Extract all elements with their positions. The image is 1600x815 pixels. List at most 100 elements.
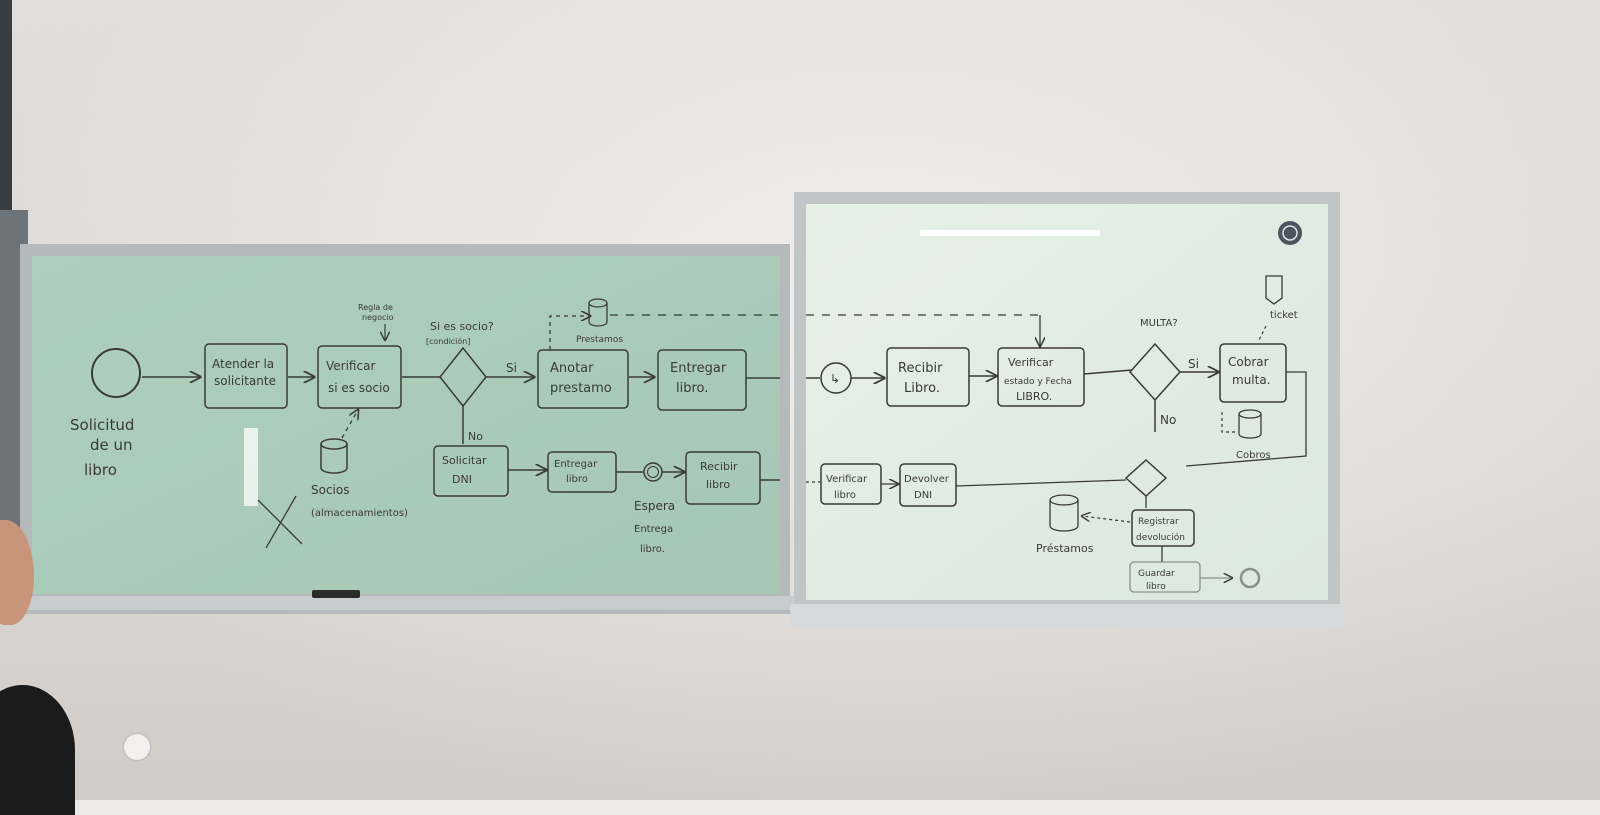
task-label-line2: libro <box>834 490 856 501</box>
left-whiteboard: Solicitud de un libro Atender la solicit… <box>20 244 800 614</box>
task-label-line1: Verificar <box>826 474 868 485</box>
timer-label-line2: Entrega <box>634 524 673 535</box>
task-label-line1: Atender la <box>212 357 274 371</box>
timer-inner-icon <box>647 466 659 478</box>
flow-line <box>1083 369 1133 375</box>
task-devolver-dni-label: Devolver DNI <box>904 474 952 501</box>
prestamos-right-label: Préstamos <box>1036 542 1094 555</box>
task-label-line2: libro <box>1146 582 1166 592</box>
task-registrar-devolucion <box>1131 509 1195 547</box>
task-label-line2: DNI <box>452 473 472 486</box>
data-association <box>341 410 358 439</box>
datastore-prestamos-right-icon <box>1049 494 1079 532</box>
left-board-tray <box>20 596 800 610</box>
task-label-line2: libro <box>566 474 588 485</box>
task-cobrar-multa <box>1219 343 1287 403</box>
task-guardar-libro <box>1129 561 1201 593</box>
task-entregar-bottom-label: Entregar libro <box>554 459 600 485</box>
datastore-socios-sublabel: (almacenamientos) <box>311 508 408 519</box>
task-devolver-dni <box>899 463 957 507</box>
window-reflection <box>244 428 258 506</box>
business-rule-note: Regla de negocio <box>358 303 395 322</box>
task-label-line1: Cobrar <box>1228 355 1269 369</box>
task-label-line2: libro. <box>676 381 708 396</box>
task-verificar-socio-label: Verificar si es socio <box>326 359 390 395</box>
light-reflection <box>920 230 1100 236</box>
flow-line <box>955 479 1127 487</box>
task-label-line1: Solicitar <box>442 454 487 467</box>
task-registrar-label: Registrar devolución <box>1136 517 1185 543</box>
crossed-mark <box>257 495 303 549</box>
eraser <box>312 590 360 598</box>
task-label-line2: estado y Fecha <box>1004 377 1072 387</box>
ticket-label: ticket <box>1270 310 1298 321</box>
start-label-line2: de un <box>90 436 133 454</box>
task-verificar-libro-label: Verificar libro <box>826 474 870 501</box>
task-atender <box>204 343 288 409</box>
data-association <box>1257 325 1267 343</box>
task-label-line3: LIBRO. <box>1016 390 1052 403</box>
note-line2: negocio <box>362 313 394 322</box>
task-solicitar-dni-label: Solicitar DNI <box>442 454 490 486</box>
task-label-line1: Registrar <box>1138 517 1179 527</box>
task-recibir-libro <box>886 347 970 407</box>
flow-no-label: No <box>468 430 483 443</box>
task-label-line1: Recibir <box>700 460 738 473</box>
timer-label-line3: libro. <box>640 544 665 555</box>
task-label-line1: Entregar <box>670 361 727 376</box>
task-label-line1: Verificar <box>326 359 375 373</box>
timer-label-line1: Espera <box>634 499 675 513</box>
gateway-sublabel: [condición] <box>426 336 471 346</box>
task-label-line2: si es socio <box>328 381 390 395</box>
data-association <box>549 316 590 350</box>
end-event-icon <box>1239 567 1261 589</box>
right-board-tray <box>790 604 1346 628</box>
flow-line-return <box>1185 371 1307 467</box>
flow-yes-label: Si <box>1188 357 1199 371</box>
datastore-prestamos-icon <box>588 298 608 327</box>
task-label-line2: Libro. <box>904 381 940 396</box>
note-line1: Regla de <box>358 303 393 312</box>
task-label-line1: Anotar <box>550 361 594 376</box>
wall-outlet <box>124 734 150 760</box>
task-label-line1: Recibir <box>898 361 943 376</box>
intermediate-event-glyph: ↳ <box>830 372 840 386</box>
board-logo-ring-icon <box>1282 225 1298 241</box>
task-recibir-left-label: Recibir libro <box>700 460 741 491</box>
gateway-label: Si es socio? <box>430 320 494 333</box>
task-verificar-estado <box>997 347 1085 407</box>
left-board-glass <box>32 256 780 594</box>
task-label-line1: Guardar <box>1138 569 1175 579</box>
door-frame <box>0 0 12 230</box>
datastore-socios-label: Socios <box>311 483 349 497</box>
task-label-line1: Verificar <box>1008 356 1054 369</box>
flow-yes-label: Si <box>506 361 517 375</box>
start-event-label: Solicitud de un libro <box>70 416 139 479</box>
start-label-line3: libro <box>84 461 117 479</box>
task-label-line2: libro <box>706 478 730 491</box>
task-label-line1: Devolver <box>904 474 950 485</box>
data-association <box>1082 516 1131 523</box>
task-entregar-top-label: Entregar libro. <box>670 361 730 396</box>
task-label-line2: multa. <box>1232 373 1271 387</box>
ticket-document-icon <box>1265 275 1283 305</box>
task-anotar-label: Anotar prestamo <box>550 361 612 396</box>
start-label-line1: Solicitud <box>70 416 134 434</box>
task-label-line2: solicitante <box>214 374 276 388</box>
datastore-cobros-icon <box>1238 409 1262 439</box>
datastore-socios-icon <box>320 438 348 474</box>
task-solicitar-dni <box>433 445 509 497</box>
task-label-line2: prestamo <box>550 381 612 396</box>
timer-label: Espera Entrega libro. <box>634 499 679 555</box>
task-verificar-estado-label: Verificar estado y Fecha LIBRO. <box>1004 356 1075 403</box>
task-cobrar-multa-label: Cobrar multa. <box>1228 355 1272 387</box>
task-label-line2: DNI <box>914 490 932 501</box>
task-entregar-libro-top <box>657 349 747 411</box>
task-recibir-libro-left <box>685 451 761 505</box>
start-event-icon <box>91 348 141 398</box>
task-atender-label: Atender la solicitante <box>212 357 278 388</box>
datastore-prestamos-label: Prestamos <box>576 335 623 345</box>
task-recibir-libro-label: Recibir Libro. <box>898 361 947 396</box>
right-whiteboard: ↳ Recibir Libro. Verificar estado y Fech… <box>790 192 1346 628</box>
